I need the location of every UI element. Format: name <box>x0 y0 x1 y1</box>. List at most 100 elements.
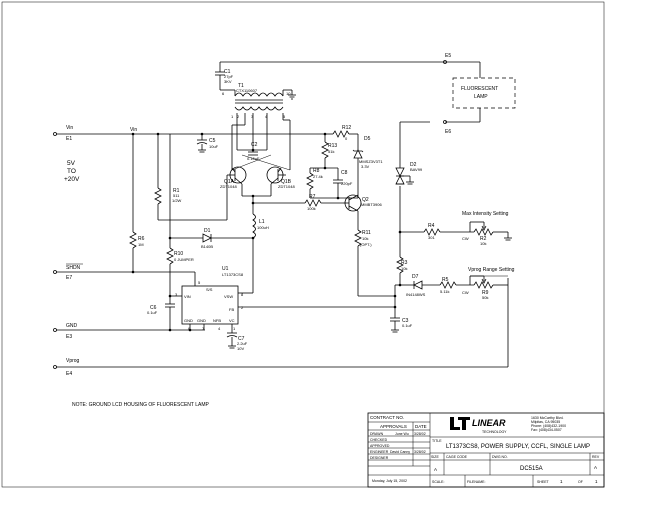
svg-text:David Canny: David Canny <box>390 450 410 454</box>
svg-text:Fax: (408)434-0507: Fax: (408)434-0507 <box>531 428 562 432</box>
svg-text:Monday, July 15, 2002: Monday, July 15, 2002 <box>372 479 407 483</box>
svg-text:CW: CW <box>462 290 469 295</box>
svg-text:APPROVED: APPROVED <box>370 444 390 448</box>
svg-text:10k: 10k <box>480 241 486 246</box>
svg-text:ZDT1048: ZDT1048 <box>278 184 295 189</box>
c8-capacitor: C8 220pF <box>310 168 358 200</box>
svg-text:D2: D2 <box>410 162 417 168</box>
shdn-input: SHDN E7 <box>53 263 196 286</box>
vprog-input: Vprog E4 <box>53 358 80 377</box>
svg-text:MMBT3906: MMBT3906 <box>361 202 382 207</box>
svg-text:6: 6 <box>188 326 191 331</box>
svg-text:Vprog: Vprog <box>66 358 80 364</box>
svg-text:TO: TO <box>67 168 76 175</box>
svg-text:27pF: 27pF <box>224 74 234 79</box>
svg-text:LAMP: LAMP <box>474 94 488 100</box>
svg-text:Q2: Q2 <box>362 197 369 203</box>
d7-diode: D7 IN4148WS <box>395 274 440 297</box>
svg-text:CAGE CODE: CAGE CODE <box>446 455 468 459</box>
svg-text:C5: C5 <box>209 138 216 144</box>
fluorescent-lamp: FLUORESCENT LAMP E5 E6 <box>443 53 516 135</box>
svg-text:T1: T1 <box>238 83 244 89</box>
svg-text:FLUORESCENT: FLUORESCENT <box>461 86 498 92</box>
svg-text:3: 3 <box>251 114 254 119</box>
sheet-border <box>1 1 605 488</box>
svg-text:CW: CW <box>462 236 469 241</box>
svg-text:R1: R1 <box>173 188 180 194</box>
svg-text:ENGINEER: ENGINEER <box>370 450 389 454</box>
svg-text:1M: 1M <box>138 242 144 247</box>
svg-text:R12: R12 <box>342 125 351 131</box>
svg-text:1: 1 <box>231 114 234 119</box>
svg-text:7: 7 <box>202 326 205 331</box>
svg-text:5: 5 <box>283 114 286 119</box>
c7-capacitor: C7 2.2uF 10V <box>226 332 248 351</box>
svg-text:OF: OF <box>578 480 583 484</box>
svg-text:0.1uF: 0.1uF <box>402 323 413 328</box>
svg-text:CONTRACT NO.: CONTRACT NO. <box>370 415 404 420</box>
r6-resistor: R6 1M <box>129 134 145 274</box>
linear-technology-logo: LINEAR TECHNOLOGY <box>450 417 507 434</box>
svg-text:27.4k: 27.4k <box>313 174 323 179</box>
svg-text:4: 4 <box>265 114 268 119</box>
svg-text:FB: FB <box>229 307 234 312</box>
svg-text:R11: R11 <box>362 230 371 236</box>
svg-text:E6: E6 <box>445 129 451 135</box>
svg-text:MMSZ3V3T1: MMSZ3V3T1 <box>359 159 383 164</box>
svg-text:TECHNOLOGY: TECHNOLOGY <box>482 430 507 434</box>
svg-text:3/28/02: 3/28/02 <box>414 450 426 454</box>
svg-text:2: 2 <box>241 305 244 310</box>
vin-rail: Vin E1 Vin 5V TO +20V <box>53 125 325 183</box>
svg-text:0: 0 <box>345 136 348 141</box>
svg-text:100uH: 100uH <box>257 225 269 230</box>
svg-text:IN4148WS: IN4148WS <box>406 292 426 297</box>
svg-text:(OPT.): (OPT.) <box>360 242 372 247</box>
c5-capacitor: C5 10uF <box>196 134 219 153</box>
svg-text:10k: 10k <box>362 236 368 241</box>
svg-text:BAV99: BAV99 <box>410 167 423 172</box>
d5-zener: D5 MMSZ3V3T1 3.3V <box>352 134 383 198</box>
svg-text:3KV: 3KV <box>224 79 232 84</box>
svg-text:R3: R3 <box>401 260 408 266</box>
svg-text:301: 301 <box>428 235 435 240</box>
svg-text:5.11k: 5.11k <box>440 289 450 294</box>
svg-text:E3: E3 <box>66 334 72 340</box>
svg-text:REV: REV <box>592 455 600 459</box>
svg-text:E5: E5 <box>445 53 451 59</box>
r1-resistor: R1 511 1/2W <box>154 134 228 221</box>
svg-text:C2: C2 <box>251 142 258 148</box>
r11-resistor: R11 10k (OPT.) <box>354 229 395 297</box>
r12-resistor: R12 0 <box>323 125 358 141</box>
svg-text:Vprog Range Setting: Vprog Range Setting <box>468 267 515 273</box>
t1-transformer: T1 CTX110607 6 10 1 2 3 4 5 <box>220 83 296 119</box>
svg-text:June Wu: June Wu <box>395 432 409 436</box>
svg-text:R2: R2 <box>480 236 487 242</box>
svg-text:8: 8 <box>241 292 244 297</box>
svg-text:SHEET: SHEET <box>537 480 550 484</box>
svg-text:R5: R5 <box>442 277 449 283</box>
svg-text:A: A <box>434 467 437 472</box>
svg-text:100k: 100k <box>307 206 316 211</box>
l1-inductor: L1 100uH <box>251 213 269 283</box>
svg-text:2.2uF: 2.2uF <box>237 341 248 346</box>
svg-text:D7: D7 <box>412 274 419 280</box>
svg-text:TITLE: TITLE <box>432 439 442 443</box>
svg-text:0 JUMPER: 0 JUMPER <box>174 257 194 262</box>
svg-text:C7: C7 <box>238 336 245 342</box>
svg-text:50k: 50k <box>482 295 488 300</box>
q1b-transistor: Q1B ZDT1048 <box>231 154 295 196</box>
r2-potentiometer: Max Intensity Setting CW R2 10k <box>462 211 512 246</box>
svg-text:R13: R13 <box>328 143 337 149</box>
svg-text:DC515A: DC515A <box>520 466 543 472</box>
svg-text:Milpitas, CA 95035: Milpitas, CA 95035 <box>531 420 560 424</box>
q2-transistor: Q2 MMBT3906 <box>343 194 382 230</box>
svg-text:L1: L1 <box>259 219 265 225</box>
r8-resistor: R8 27.4k <box>306 168 323 198</box>
svg-text:3.3V: 3.3V <box>361 164 370 169</box>
svg-text:10V: 10V <box>237 346 244 351</box>
r3-resistor: R3 10k <box>396 232 408 285</box>
svg-text:220pF: 220pF <box>341 181 353 186</box>
svg-text:SHDN: SHDN <box>66 265 81 271</box>
